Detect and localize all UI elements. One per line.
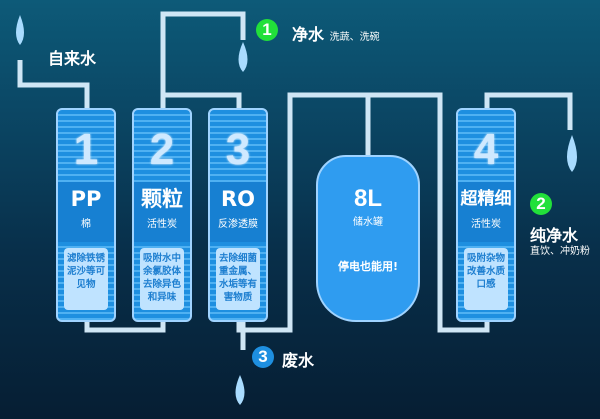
filter-sub: 棉: [81, 219, 91, 230]
tank-label: 储水罐: [353, 217, 383, 228]
filter-sub: 活性炭: [147, 219, 177, 230]
filter-2: 2 颗粒活性炭 吸附水中余氯胶体去除异色和异味: [132, 108, 192, 322]
water-drop-icon: [16, 15, 24, 45]
filter-number: 4: [473, 125, 499, 174]
output-subtitle: 洗蔬、洗碗: [329, 32, 380, 43]
output-badge-1: 1: [256, 19, 278, 41]
inlet-pipe: [17, 60, 90, 108]
pipe-clean-water: [160, 11, 246, 95]
output-pure-water-subtitle: 直饮、冲奶粉: [530, 246, 590, 257]
filter-number: 2: [149, 125, 175, 174]
water-drop-icon: [235, 375, 245, 405]
output-pure-water: 纯净水: [530, 226, 579, 245]
pipe-2-3: [160, 92, 242, 108]
filter-3: 3 RO 反渗透膜 去除细菌重金属、水垢等有害物质: [208, 108, 268, 322]
output-waste-water: 废水: [282, 351, 315, 370]
pipe-pure-water: [484, 92, 573, 130]
filter-number: 1: [73, 125, 99, 174]
filter-name: 颗粒: [141, 187, 183, 211]
filter-1: 1 PP 棉 滤除铁锈泥沙等可见物: [56, 108, 116, 322]
filter-desc: 滤除铁锈泥沙等可见物: [64, 248, 108, 310]
pipe-1-2: [84, 322, 166, 333]
output-title: 净水: [292, 25, 325, 44]
tank-capacity: 8L: [353, 185, 382, 212]
filter-desc: 吸附水中余氯胶体去除异色和异味: [140, 248, 184, 310]
storage-tank: 8L 储水罐 停电也能用!: [316, 155, 420, 322]
output-clean-water: 净水 洗蔬、洗碗: [292, 21, 380, 45]
filter-desc: 吸附杂物改善水质口感: [464, 248, 508, 310]
inlet-label: 自来水: [48, 49, 97, 68]
output-badge-3: 3: [252, 346, 274, 368]
output-badge-2: 2: [530, 193, 552, 215]
filter-desc: 去除细菌重金属、水垢等有害物质: [216, 248, 260, 310]
filter-name: PP: [70, 187, 102, 211]
filter-number: 3: [225, 125, 251, 174]
filter-sub: 活性炭: [471, 219, 501, 230]
filter-name: 超精细: [460, 189, 512, 209]
pipe-ro-out: [236, 92, 490, 333]
filter-name: RO: [220, 187, 256, 211]
filter-sub: 反渗透膜: [218, 219, 258, 230]
water-drop-icon: [567, 135, 577, 172]
water-drop-icon: [238, 42, 248, 72]
tank-note: 停电也能用!: [337, 260, 399, 273]
filter-4: 4 超精细活性炭 吸附杂物改善水质口感: [456, 108, 516, 322]
